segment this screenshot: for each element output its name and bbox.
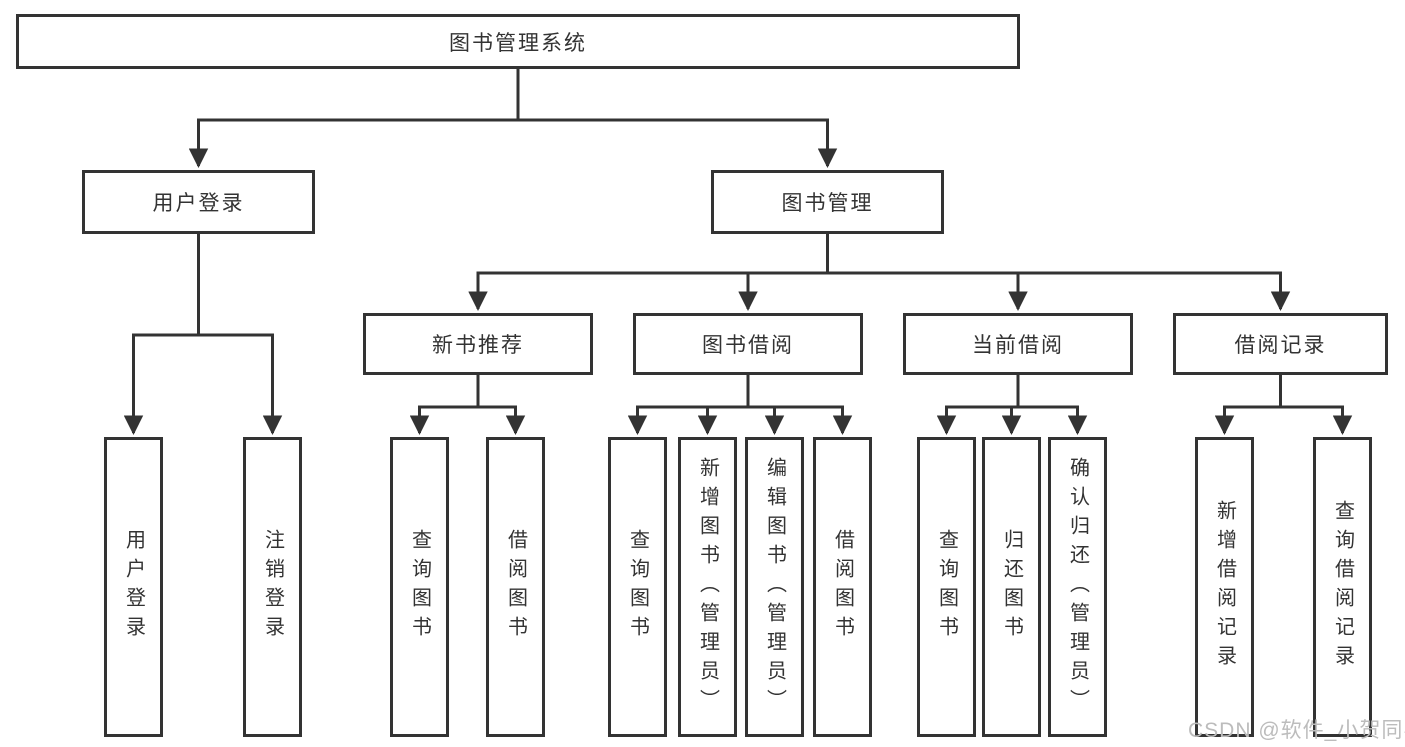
node-book-management-label: 图书管理 bbox=[781, 192, 874, 215]
leaf-borrow-books-2: 借阅图书 bbox=[813, 437, 872, 737]
leaf-label: 借阅图书 bbox=[504, 529, 527, 645]
node-user-login-label: 用户登录 bbox=[152, 192, 245, 215]
leaf-query-books-2: 查询图书 bbox=[608, 437, 667, 737]
node-borrowing-records-label: 借阅记录 bbox=[1234, 334, 1327, 357]
leaf-user-login: 用户登录 bbox=[104, 437, 163, 737]
node-book-management: 图书管理 bbox=[711, 170, 944, 234]
leaf-label: 查询图书 bbox=[408, 529, 431, 645]
leaf-label: 编辑图书（管理员） bbox=[763, 456, 786, 718]
node-book-borrowing: 图书借阅 bbox=[633, 313, 863, 375]
node-current-borrowing: 当前借阅 bbox=[903, 313, 1133, 375]
leaf-query-books-3: 查询图书 bbox=[917, 437, 976, 737]
leaf-label: 新增图书（管理员） bbox=[696, 456, 719, 718]
leaf-label: 查询图书 bbox=[935, 529, 958, 645]
csdn-watermark: CSDN @软件_小贺同学 bbox=[1188, 719, 1405, 742]
leaf-query-borrow-record: 查询借阅记录 bbox=[1313, 437, 1372, 737]
node-root-label: 图书管理系统 bbox=[449, 31, 587, 55]
leaf-add-borrow-record: 新增借阅记录 bbox=[1195, 437, 1254, 737]
leaf-label: 查询借阅记录 bbox=[1331, 500, 1354, 674]
leaf-label: 注销登录 bbox=[261, 529, 284, 645]
leaf-query-books-1: 查询图书 bbox=[390, 437, 449, 737]
node-new-book-recommend: 新书推荐 bbox=[363, 313, 593, 375]
leaf-label: 归还图书 bbox=[1000, 529, 1023, 645]
leaf-add-books-admin: 新增图书（管理员） bbox=[678, 437, 737, 737]
leaf-label: 用户登录 bbox=[122, 529, 145, 645]
leaf-confirm-return-admin: 确认归还（管理员） bbox=[1048, 437, 1107, 737]
leaf-edit-books-admin: 编辑图书（管理员） bbox=[745, 437, 804, 737]
node-root: 图书管理系统 bbox=[16, 14, 1020, 69]
leaf-label: 查询图书 bbox=[626, 529, 649, 645]
leaf-label: 新增借阅记录 bbox=[1213, 500, 1236, 674]
leaf-return-books: 归还图书 bbox=[982, 437, 1041, 737]
leaf-label: 借阅图书 bbox=[831, 529, 854, 645]
leaf-logout: 注销登录 bbox=[243, 437, 302, 737]
node-current-borrowing-label: 当前借阅 bbox=[972, 334, 1064, 357]
leaf-label: 确认归还（管理员） bbox=[1066, 456, 1089, 718]
node-new-book-recommend-label: 新书推荐 bbox=[432, 334, 524, 357]
node-user-login: 用户登录 bbox=[82, 170, 315, 234]
leaf-borrow-books-1: 借阅图书 bbox=[486, 437, 545, 737]
node-book-borrowing-label: 图书借阅 bbox=[702, 334, 794, 357]
node-borrowing-records: 借阅记录 bbox=[1173, 313, 1388, 375]
